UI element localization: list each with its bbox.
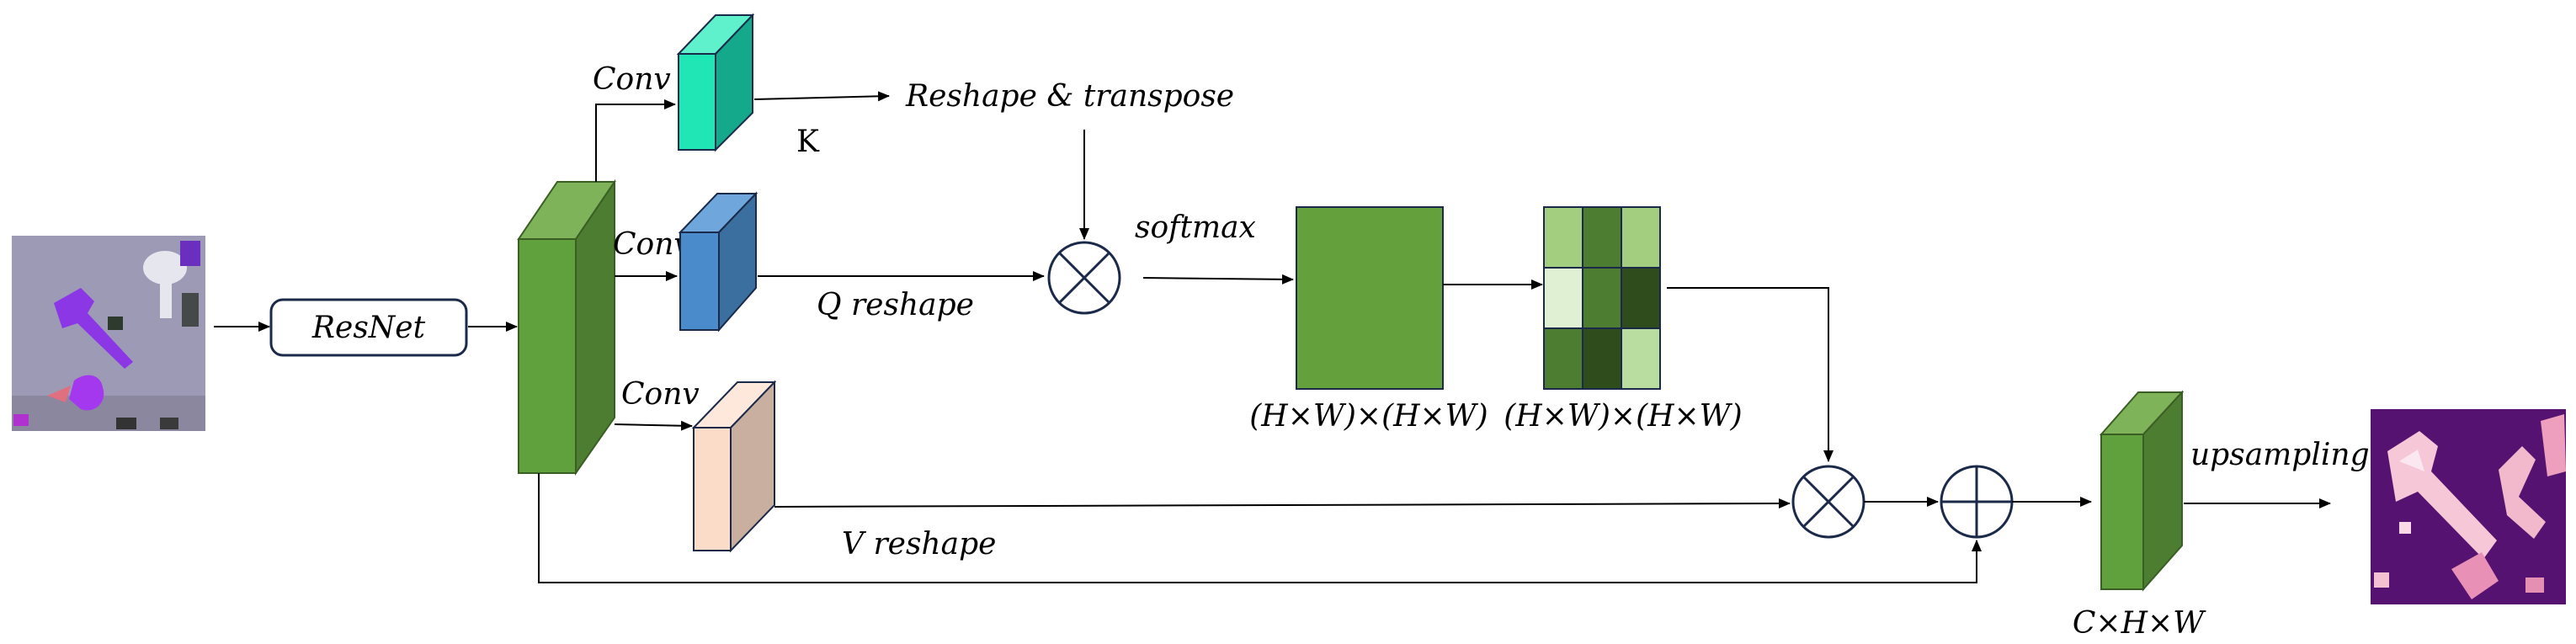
resnet-block: ResNet bbox=[269, 298, 468, 357]
arrow-feature-to-k bbox=[595, 99, 676, 182]
add-operator-icon bbox=[1940, 465, 2014, 539]
attention-grid bbox=[1543, 206, 1661, 390]
attention-map bbox=[1296, 206, 1444, 390]
arrow-feature-to-v bbox=[614, 420, 693, 431]
arrow-to-attention-map bbox=[1142, 274, 1294, 285]
attention-grid-cell bbox=[1621, 206, 1661, 269]
output-cuboid bbox=[2099, 390, 2185, 592]
arrow-k-to-reshape bbox=[753, 91, 890, 102]
heart-shape bbox=[69, 375, 104, 411]
q-reshape-label: Q reshape bbox=[817, 288, 974, 322]
attention-dim-label-2: (H×W)×(H×W) bbox=[1504, 399, 1742, 434]
reshape-transpose-label: Reshape & transpose bbox=[905, 79, 1234, 114]
multiply-operator-icon bbox=[1791, 465, 1865, 539]
input-image bbox=[12, 236, 205, 431]
k-cuboid bbox=[676, 13, 755, 152]
attention-grid-cell bbox=[1621, 267, 1661, 329]
v-cuboid bbox=[691, 380, 777, 553]
output-segmentation-image bbox=[2371, 409, 2566, 604]
multiply-operator-icon bbox=[1047, 241, 1121, 315]
attention-grid-cell bbox=[1621, 327, 1661, 390]
attention-dim-label-1: (H×W)×(H×W) bbox=[1249, 399, 1488, 434]
softmax-label: softmax bbox=[1135, 210, 1256, 245]
attention-grid-cell bbox=[1543, 327, 1583, 390]
arrow-grid-to-multiply bbox=[1667, 287, 1834, 462]
output-dim-label: C×H×W bbox=[2073, 606, 2206, 641]
feature-map-cuboid bbox=[517, 178, 616, 476]
attention-grid-cell bbox=[1582, 206, 1622, 269]
upsampling-label: upsampling bbox=[2190, 438, 2370, 472]
conv-bottom-label: Conv bbox=[621, 377, 700, 412]
k-label: K bbox=[796, 125, 820, 159]
attention-grid-cell bbox=[1543, 267, 1583, 329]
conv-top-label: Conv bbox=[593, 62, 671, 97]
attention-grid-cell bbox=[1543, 206, 1583, 269]
v-reshape-label: V reshape bbox=[842, 527, 996, 562]
conv-mid-label: Conv bbox=[613, 227, 691, 262]
q-cuboid bbox=[678, 191, 758, 333]
arrow-residual-to-add bbox=[538, 473, 1982, 583]
resnet-label: ResNet bbox=[311, 311, 426, 345]
spatula-shape bbox=[54, 288, 133, 369]
arrow-v-to-multiply bbox=[774, 498, 1791, 509]
attention-grid-cell bbox=[1582, 267, 1622, 329]
attention-grid-cell bbox=[1582, 327, 1622, 390]
